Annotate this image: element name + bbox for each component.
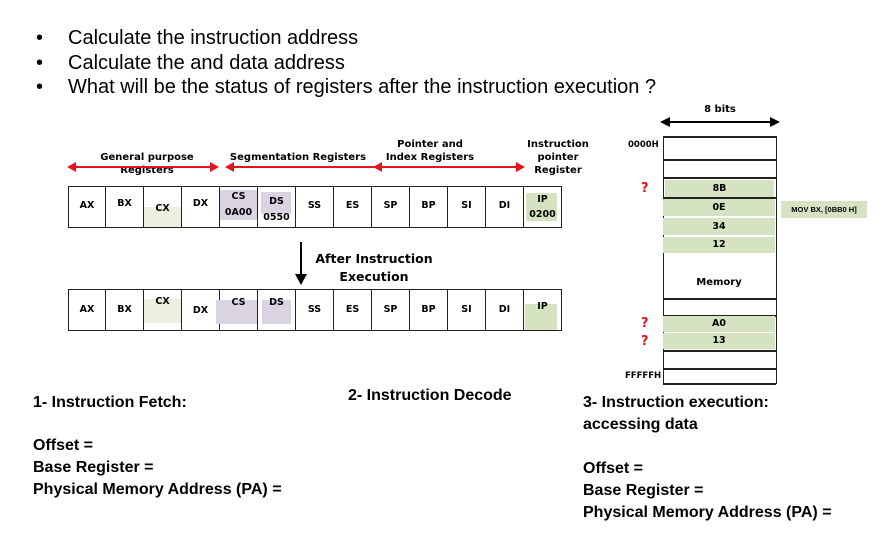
register-ax: AX <box>68 290 106 330</box>
pointer-range-arrow <box>373 162 525 172</box>
memory-byte: A0 <box>663 316 775 332</box>
after-execution-label: After Instruction Execution <box>315 251 433 284</box>
label-segmentation: Segmentation Registers <box>229 152 367 163</box>
objective-item: • Calculate the and data address <box>36 51 656 76</box>
objective-text: What will be the status of registers aft… <box>68 76 657 98</box>
ip-value: 0200 <box>529 209 556 220</box>
objective-item: • Calculate the instruction address <box>36 26 656 51</box>
register-dx: DX <box>182 187 220 227</box>
start-address-label: 0000H <box>628 140 659 150</box>
register-ip: IP <box>524 290 562 330</box>
memory-byte: 12 <box>663 237 775 253</box>
bullet-icon: • <box>36 27 44 49</box>
register-sp: SP <box>372 187 410 227</box>
general-range-arrow <box>67 162 219 172</box>
objective-text: Calculate the instruction address <box>68 27 359 49</box>
execute-offset: Offset = <box>583 460 644 477</box>
memory-label: Memory <box>696 277 742 288</box>
memory-width-label: 8 bits <box>704 104 736 115</box>
decode-title: 2- Instruction Decode <box>348 387 512 404</box>
memory-column <box>663 136 777 384</box>
width-double-arrow-icon <box>660 117 780 127</box>
register-ss: SS <box>296 187 334 227</box>
unknown-address-marker: ? <box>641 316 649 331</box>
unknown-address-marker: ? <box>641 181 649 196</box>
instruction-annotation: MOV BX, [0BB0 H] <box>781 201 867 218</box>
register-ds: DS <box>258 290 296 330</box>
register-es: ES <box>334 290 372 330</box>
memory-byte: 34 <box>663 218 775 235</box>
register-es: ES <box>334 187 372 227</box>
objective-text: Calculate the and data address <box>68 51 345 74</box>
label-pointer-index: Pointer and Index Registers <box>385 139 475 163</box>
down-arrow-icon <box>295 242 307 285</box>
register-bp: BP <box>410 290 448 330</box>
memory-byte: 13 <box>663 333 775 349</box>
execute-subtitle: accessing data <box>583 416 698 433</box>
register-bx: BX <box>106 290 144 330</box>
memory-byte: 0E <box>663 199 775 216</box>
objectives-list: • Calculate the instruction address • Calc… <box>36 26 656 100</box>
register-sp: SP <box>372 290 410 330</box>
register-cx: CX <box>144 290 182 330</box>
register-cx: CX <box>144 187 182 227</box>
execute-base-register: Base Register = <box>583 482 704 499</box>
label-instruction-pointer: Instruction pointer Register <box>527 139 589 176</box>
register-bx: BX <box>106 187 144 227</box>
ds-value: 0550 <box>263 212 290 223</box>
fetch-base-register: Base Register = <box>33 459 154 476</box>
segment-range-arrow <box>225 162 375 172</box>
cs-value: 0A00 <box>224 207 253 218</box>
end-address-label: FFFFFH <box>625 371 662 381</box>
register-di: DI <box>486 290 524 330</box>
registers-after-row: AX BX CX DX CS DS SS ES SP BP SI DI IP <box>68 289 562 331</box>
register-bp: BP <box>410 187 448 227</box>
register-si: SI <box>448 187 486 227</box>
register-ss: SS <box>296 290 334 330</box>
register-ax: AX <box>68 187 106 227</box>
register-cs: CS <box>216 290 258 330</box>
register-dx: DX <box>182 290 220 330</box>
execute-title: 3- Instruction execution: <box>583 394 769 411</box>
fetch-title: 1- Instruction Fetch: <box>33 394 187 411</box>
label-general-purpose: General purpose Registers <box>100 152 194 176</box>
unknown-address-marker: ? <box>641 334 649 349</box>
bullet-icon: • <box>36 76 44 98</box>
execute-physical-address: Physical Memory Address (PA) = <box>583 504 832 521</box>
memory-byte: 8B <box>665 180 774 197</box>
register-di: DI <box>486 187 524 227</box>
bullet-icon: • <box>36 51 44 74</box>
fetch-physical-address: Physical Memory Address (PA) = <box>33 481 282 498</box>
objective-item: • What will be the status of registers af… <box>36 75 656 100</box>
register-si: SI <box>448 290 486 330</box>
fetch-offset: Offset = <box>33 437 94 454</box>
